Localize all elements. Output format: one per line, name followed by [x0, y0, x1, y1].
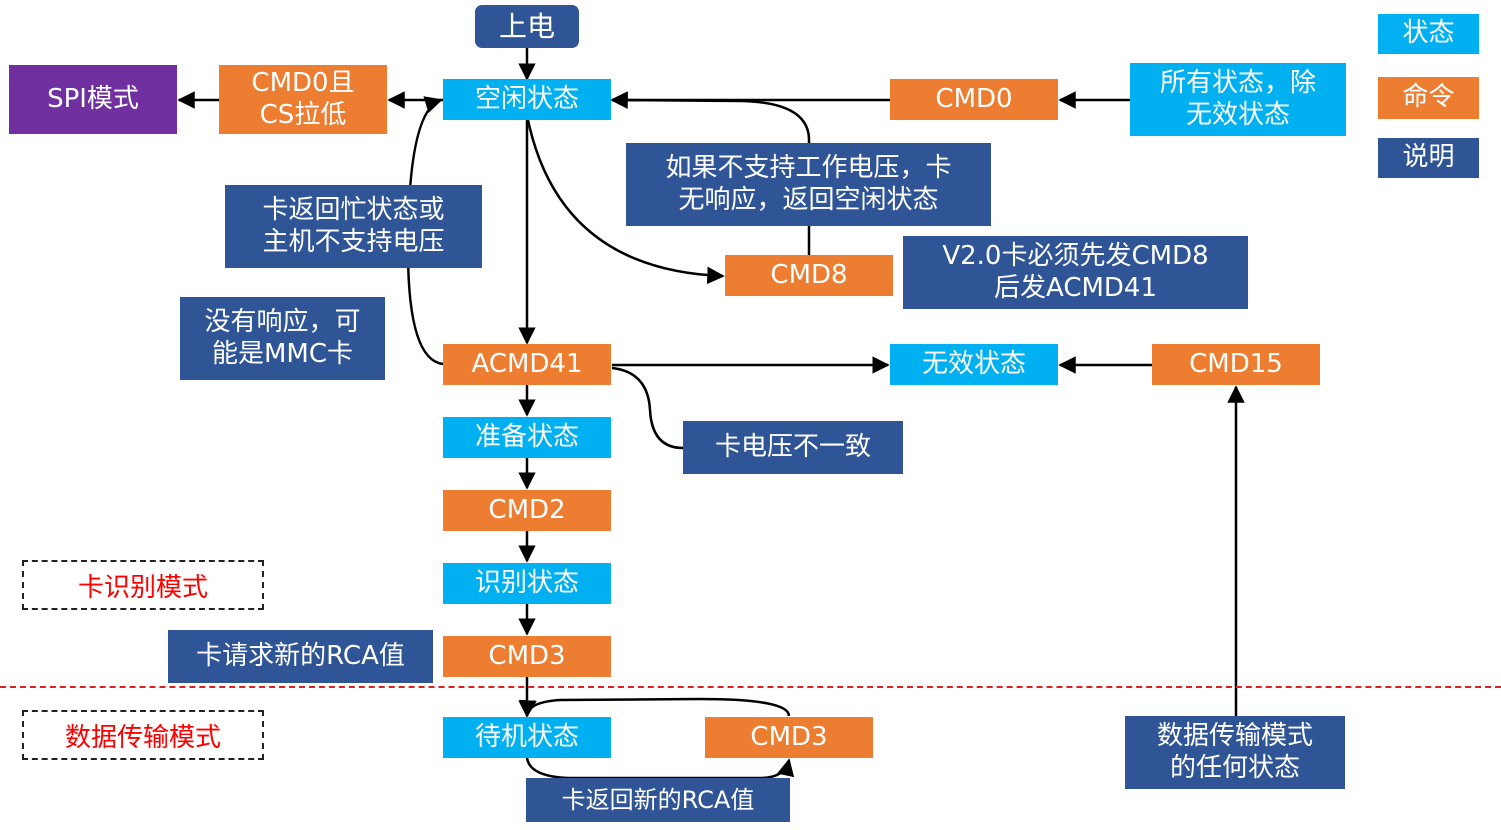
- any-data-state-line1: 数据传输模式: [1156, 721, 1313, 752]
- note-mmc-line2: 能是MMC卡: [211, 338, 354, 369]
- spi-mode-label: SPI模式: [47, 83, 139, 114]
- node-power-on: 上电: [475, 5, 579, 48]
- node-cmd3: CMD3: [443, 636, 611, 677]
- arrow-cmd8-to-idle: [610, 91, 811, 255]
- note-busy: 卡返回忙状态或 主机不支持电压: [225, 185, 482, 268]
- cmd0-cs-line2: CS拉低: [259, 99, 347, 130]
- node-cmd2: CMD2: [443, 490, 611, 531]
- arrow-standby-to-cmd3loop: [525, 757, 795, 780]
- node-cmd0: CMD0: [890, 79, 1058, 120]
- note-mmc-line1: 没有响应，可: [204, 307, 361, 338]
- note-v2-line1: V2.0卡必须先发CMD8: [942, 241, 1209, 272]
- node-acmd41: ACMD41: [443, 344, 611, 385]
- cmd2-label: CMD2: [488, 494, 566, 525]
- power-on-label: 上电: [498, 9, 555, 43]
- arrow-cmd3loop-to-standby: [519, 697, 791, 718]
- all-states-line2: 无效状态: [1185, 99, 1290, 130]
- any-data-state-line2: 的任何状态: [1169, 752, 1300, 783]
- node-ready-state: 准备状态: [443, 417, 611, 458]
- legend-command: 命令: [1378, 77, 1479, 119]
- legend-state-label: 状态: [1402, 18, 1455, 49]
- arrow-idle-to-cmd8: [526, 119, 725, 285]
- ready-state-label: 准备状态: [474, 421, 579, 452]
- all-states-line1: 所有状态，除: [1159, 68, 1316, 99]
- legend-note: 说明: [1378, 138, 1479, 178]
- note-mmc: 没有响应，可 能是MMC卡: [180, 297, 385, 380]
- note-no-voltage: 如果不支持工作电压，卡 无响应，返回空闲状态: [626, 143, 991, 226]
- legend-note-label: 说明: [1402, 142, 1455, 173]
- cmd3-loop-label: CMD3: [750, 721, 828, 752]
- cmd0-cs-line1: CMD0且: [251, 68, 355, 99]
- node-idle-state: 空闲状态: [443, 79, 611, 120]
- cmd15-label: CMD15: [1189, 348, 1283, 379]
- cmd8-label: CMD8: [770, 259, 848, 290]
- cmd0-label: CMD0: [935, 83, 1013, 114]
- card-identification-label: 卡识别模式: [77, 572, 208, 603]
- mode-divider: [0, 686, 1501, 688]
- voltage-mismatch-label: 卡电压不一致: [714, 431, 871, 462]
- node-any-data-state: 数据传输模式 的任何状态: [1125, 716, 1345, 789]
- note-no-voltage-line1: 如果不支持工作电压，卡: [665, 153, 952, 184]
- node-inactive-state: 无效状态: [890, 344, 1058, 385]
- node-cmd15: CMD15: [1152, 344, 1320, 385]
- note-busy-line1: 卡返回忙状态或: [262, 195, 445, 226]
- cmd3-label: CMD3: [488, 640, 566, 671]
- idle-state-label: 空闲状态: [474, 83, 579, 114]
- note-v2-line2: 后发ACMD41: [993, 272, 1158, 303]
- legend-command-label: 命令: [1402, 82, 1455, 113]
- request-rca-label: 卡请求新的RCA值: [196, 640, 405, 671]
- note-new-rca: 卡返回新的RCA值: [526, 778, 790, 822]
- note-busy-line2: 主机不支持电压: [262, 226, 445, 257]
- acmd41-label: ACMD41: [471, 348, 583, 379]
- inactive-state-label: 无效状态: [921, 348, 1026, 379]
- note-request-rca: 卡请求新的RCA值: [168, 630, 433, 683]
- line-acmd41-voltage: [611, 366, 684, 450]
- node-ident-state: 识别状态: [443, 563, 611, 604]
- node-cmd8: CMD8: [725, 255, 893, 296]
- node-all-states: 所有状态，除 无效状态: [1130, 63, 1346, 136]
- mode-card-identification: 卡识别模式: [22, 560, 264, 610]
- ident-state-label: 识别状态: [474, 567, 579, 598]
- node-standby-state: 待机状态: [443, 717, 611, 758]
- legend-state: 状态: [1378, 14, 1479, 54]
- node-cmd0-cs-low: CMD0且 CS拉低: [219, 65, 387, 134]
- note-v2: V2.0卡必须先发CMD8 后发ACMD41: [903, 236, 1248, 309]
- standby-state-label: 待机状态: [474, 721, 579, 752]
- node-spi-mode: SPI模式: [9, 65, 177, 134]
- data-transfer-label: 数据传输模式: [64, 722, 221, 753]
- mode-data-transfer: 数据传输模式: [22, 710, 264, 760]
- new-rca-label: 卡返回新的RCA值: [561, 785, 755, 814]
- note-no-voltage-line2: 无响应，返回空闲状态: [678, 184, 939, 215]
- node-cmd3-loop: CMD3: [705, 717, 873, 758]
- note-voltage-mismatch: 卡电压不一致: [683, 421, 903, 474]
